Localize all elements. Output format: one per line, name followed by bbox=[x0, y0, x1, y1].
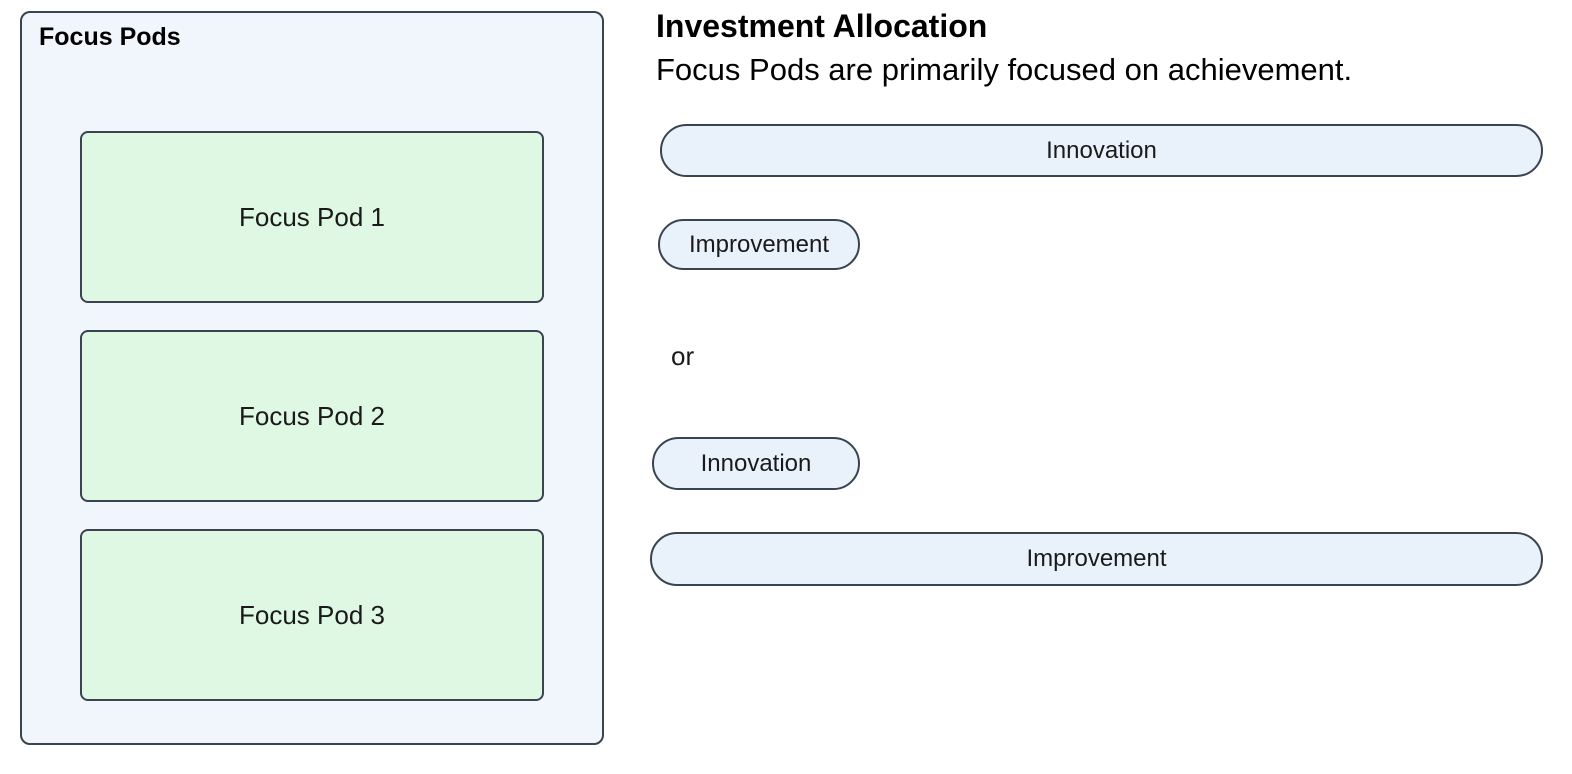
focus-pod-2-box: Focus Pod 2 bbox=[80, 330, 544, 502]
focus-pod-1-box: Focus Pod 1 bbox=[80, 131, 544, 303]
focus-pods-panel: Focus Pods Focus Pod 1 Focus Pod 2 Focus… bbox=[20, 11, 604, 745]
focus-pods-panel-title: Focus Pods bbox=[39, 23, 181, 51]
innovation-wide-pill: Innovation bbox=[660, 124, 1543, 177]
page-subtitle: Focus Pods are primarily focused on achi… bbox=[656, 52, 1353, 87]
improvement-small-pill: Improvement bbox=[658, 219, 860, 270]
improvement-wide-pill: Improvement bbox=[650, 532, 1543, 586]
focus-pod-3-box: Focus Pod 3 bbox=[80, 529, 544, 701]
innovation-small-pill: Innovation bbox=[652, 437, 860, 490]
page-title: Investment Allocation bbox=[656, 8, 988, 44]
or-label: or bbox=[671, 341, 695, 371]
